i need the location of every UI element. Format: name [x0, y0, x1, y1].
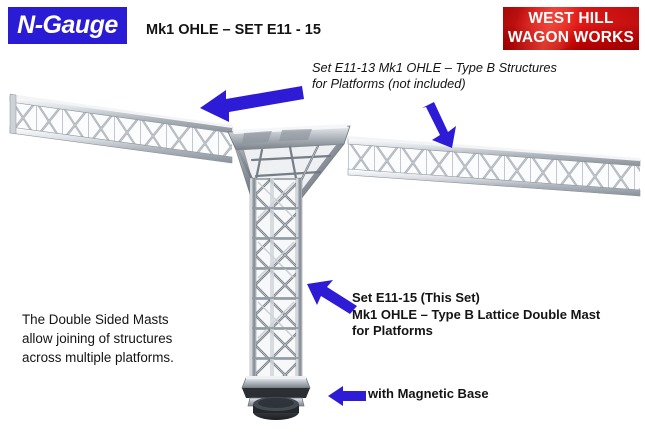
- annotation-mast-set: Set E11-15 (This Set) Mk1 OHLE – Type B …: [352, 290, 601, 339]
- logo-gradient: [503, 7, 639, 50]
- page-title: Mk1 OHLE – SET E11 - 15: [146, 22, 321, 38]
- logo-text: WEST HILL WAGON WORKS: [503, 7, 639, 50]
- whww-line-2: WAGON WORKS: [507, 29, 635, 46]
- magnetic-base: [241, 376, 311, 420]
- annotation-gantry-girders: Set E11-13 Mk1 OHLE – Type B Structures …: [312, 60, 557, 92]
- arrow-left-icon: [328, 386, 366, 406]
- annotation-magnetic-base: with Magnetic Base: [368, 386, 489, 401]
- ngauge-logo-label: N-Gauge: [17, 11, 118, 39]
- whww-line-1: WEST HILL: [528, 10, 614, 28]
- annotation-double-sided-note: The Double Sided Masts allow joining of …: [22, 312, 174, 366]
- arrow-down-right-icon: [422, 102, 456, 148]
- ngauge-logo: N-Gauge: [8, 7, 127, 44]
- arrow-up-left-mast-icon: [307, 280, 357, 314]
- mast-column: [249, 177, 303, 383]
- arrow-up-left-icon: [200, 86, 304, 122]
- gantry-girder-right: [347, 136, 641, 197]
- west-hill-wagon-works-logo: WEST HILL WAGON WORKS: [503, 7, 639, 50]
- gantry-girder-left: [9, 93, 233, 164]
